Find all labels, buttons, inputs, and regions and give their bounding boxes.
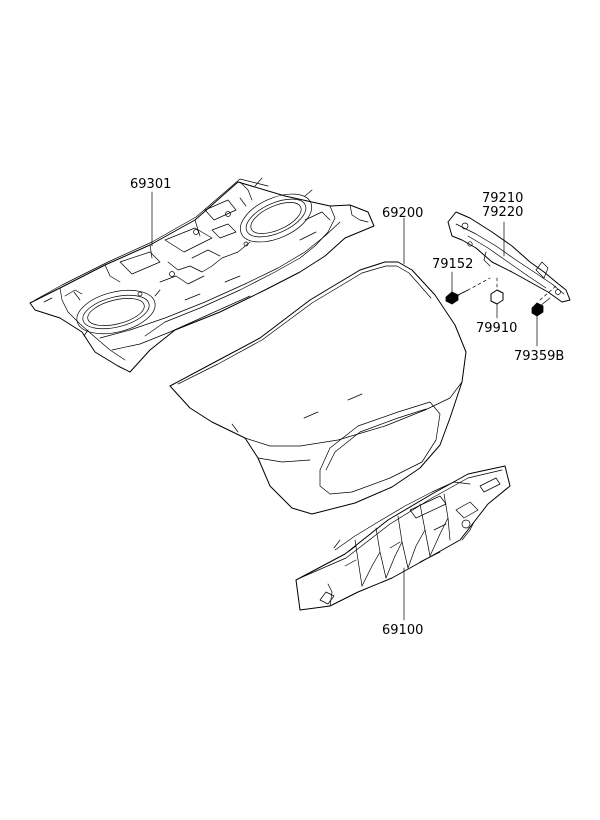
label-69100: 69100	[382, 623, 423, 638]
hinge-bolt: 79152	[432, 257, 491, 305]
hinge-bolt-washer: 79359B	[514, 285, 564, 364]
trunk-lid-trim: 69100	[295, 465, 511, 638]
trunk-lid: 69200	[169, 206, 467, 515]
label-79910: 79910	[476, 321, 517, 336]
label-79220: 79220	[482, 205, 523, 220]
label-69301: 69301	[130, 177, 171, 192]
hinge-assembly: 79210 79220	[447, 191, 571, 303]
label-79152: 79152	[432, 257, 473, 272]
label-79210: 79210	[482, 191, 523, 206]
rear-package-tray: 69301	[29, 177, 375, 373]
label-69200: 69200	[382, 206, 423, 221]
bumper-stopper: 79910	[476, 277, 517, 336]
label-79359b: 79359B	[514, 349, 564, 364]
